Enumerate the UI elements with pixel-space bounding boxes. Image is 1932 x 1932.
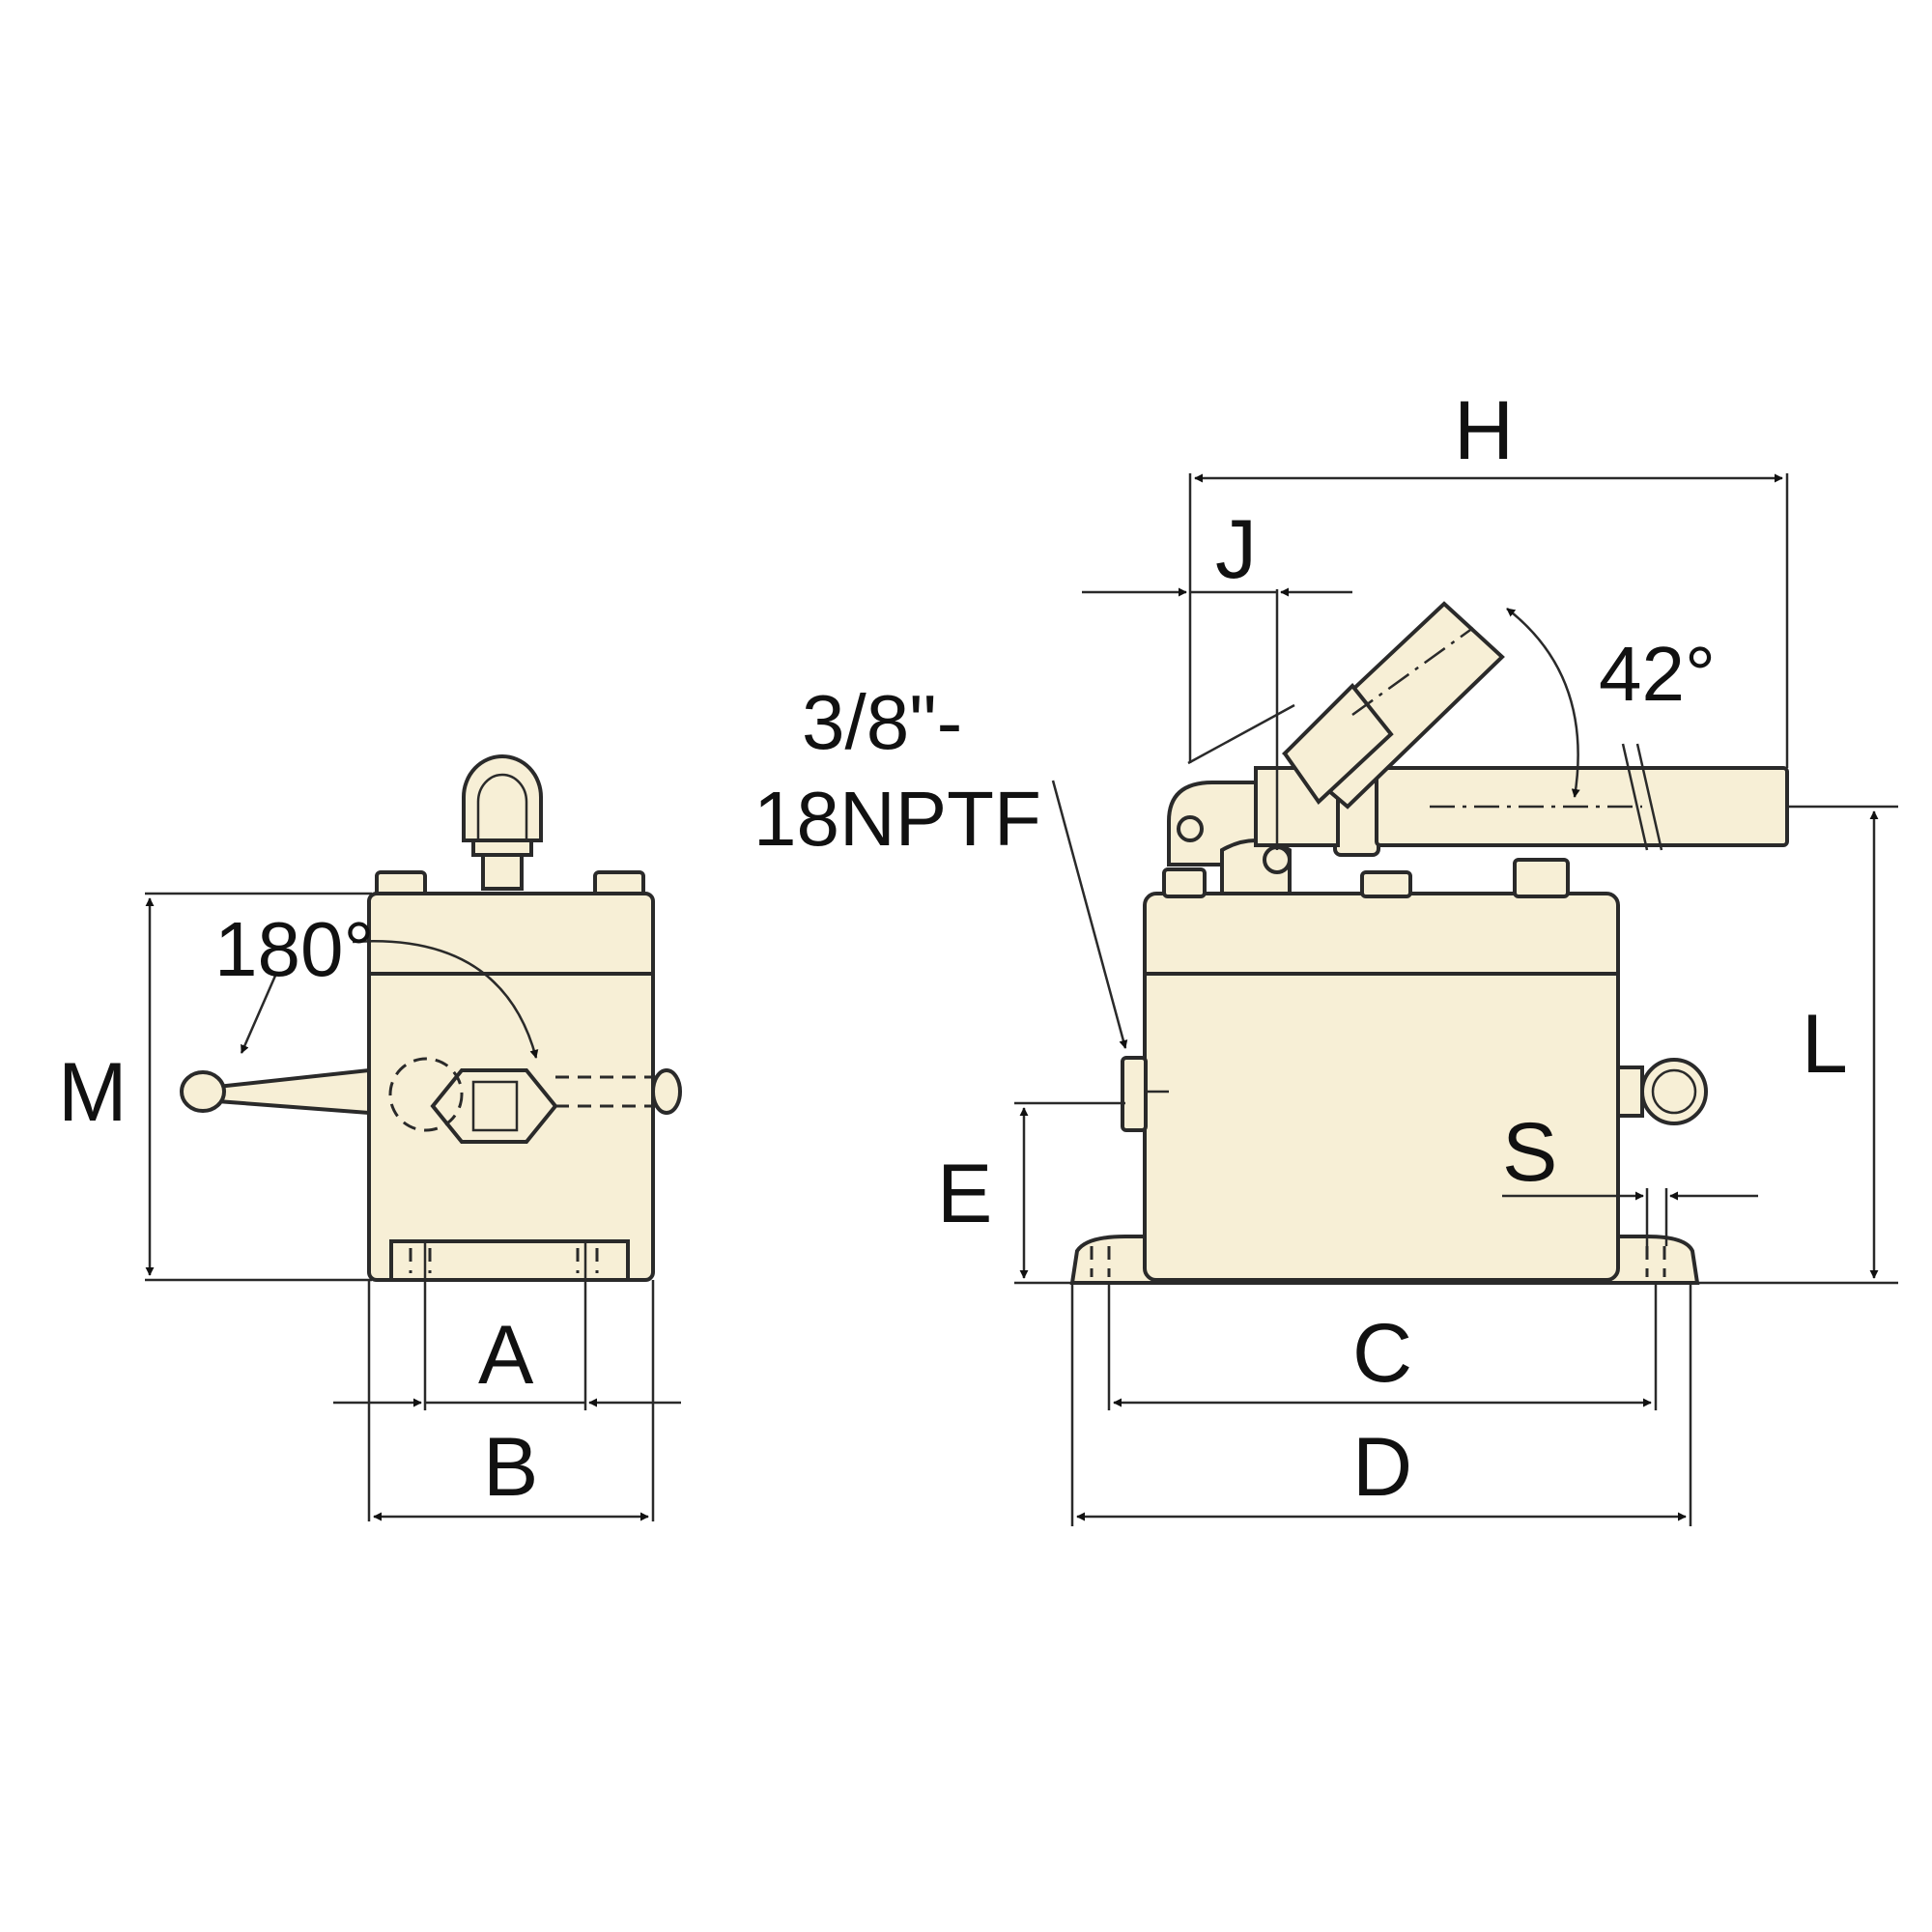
- dim-b-label: B: [483, 1421, 538, 1514]
- dim-j-label: J: [1215, 503, 1257, 596]
- front-base-foot: [389, 1239, 630, 1282]
- front-view: 180° M A B: [58, 754, 682, 1521]
- dim-m-label: M: [58, 1046, 128, 1139]
- rotation-angle-label: 180°: [214, 906, 374, 992]
- side-tank-body: [1143, 892, 1620, 1282]
- dim-h-label: H: [1454, 384, 1514, 477]
- side-fitting-mid: [1360, 870, 1412, 898]
- port-thread-label-line2: 18NPTF: [753, 776, 1041, 862]
- dim-e-label: E: [937, 1148, 992, 1240]
- handle-angle-arc: [1506, 608, 1580, 798]
- dim-l-label: L: [1802, 998, 1848, 1091]
- front-right-knob: [651, 1068, 682, 1115]
- side-right-knob: [1616, 1058, 1708, 1125]
- side-view: 42° 3/8"- 18NPTF H J L: [753, 384, 1898, 1526]
- side-fitting-left: [1162, 867, 1207, 898]
- dim-d-label: D: [1352, 1421, 1412, 1514]
- front-release-handle: [180, 1067, 371, 1116]
- rotation-leader: [240, 975, 277, 1054]
- port-thread-label-line1: 3/8"-: [802, 679, 962, 765]
- dim-a-label: A: [478, 1309, 534, 1402]
- rotation-arc: [352, 940, 539, 1059]
- front-top-knob: [462, 754, 543, 891]
- dim-s-label: S: [1502, 1106, 1557, 1199]
- front-hex-valve: [430, 1068, 558, 1144]
- side-fitting-right: [1513, 858, 1570, 898]
- front-valve-alternate-position: [388, 1057, 464, 1132]
- handle-angle-label: 42°: [1599, 631, 1716, 717]
- dim-c-label: C: [1352, 1307, 1412, 1400]
- side-port-fitting: [1121, 1056, 1169, 1132]
- port-thread-leader: [1051, 780, 1128, 1049]
- side-handle-raised-position: [1187, 601, 1505, 810]
